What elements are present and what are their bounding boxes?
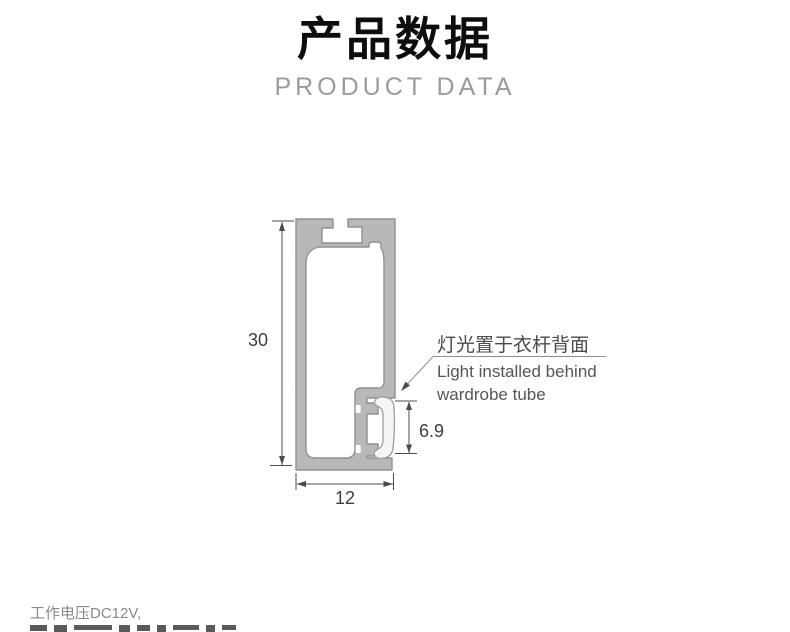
voltage-note: 工作电压DC12V,: [30, 605, 142, 622]
dim-width-label: 12: [335, 488, 355, 508]
cutoff-text-line: [30, 625, 243, 632]
channel-notch-bottom: [355, 445, 361, 453]
dimension-lens-height: 6.9: [395, 400, 444, 454]
led-lens: [373, 396, 396, 460]
dim-width-arrow-right: [383, 481, 393, 487]
callout: 灯光置于衣杆背面 Light installed behind wardrobe…: [401, 334, 606, 404]
dim-width-arrow-left: [296, 481, 306, 487]
dim-height-arrow-top: [279, 221, 285, 231]
profile-cross-section: [295, 218, 396, 471]
dim-lens-arrow-bottom: [406, 444, 412, 453]
page-title: 产品数据: [297, 13, 493, 65]
dim-lens-arrow-top: [406, 401, 412, 410]
dim-lens-label: 6.9: [419, 421, 444, 441]
callout-text-en-2: wardrobe tube: [436, 385, 546, 404]
dim-height-label: 30: [248, 330, 268, 350]
page-subtitle: PRODUCT DATA: [274, 73, 516, 101]
page-header: 产品数据 PRODUCT DATA: [0, 0, 790, 100]
dim-height-arrow-bottom: [279, 456, 285, 465]
dimension-width: 12: [295, 473, 394, 508]
profile-body: [295, 218, 396, 471]
dimension-height: 30: [248, 220, 294, 466]
callout-text-cn: 灯光置于衣杆背面: [437, 334, 589, 356]
callout-text-en-1: Light installed behind: [437, 362, 597, 381]
callout-arrowhead: [401, 381, 410, 391]
channel-notch-top: [355, 405, 361, 413]
